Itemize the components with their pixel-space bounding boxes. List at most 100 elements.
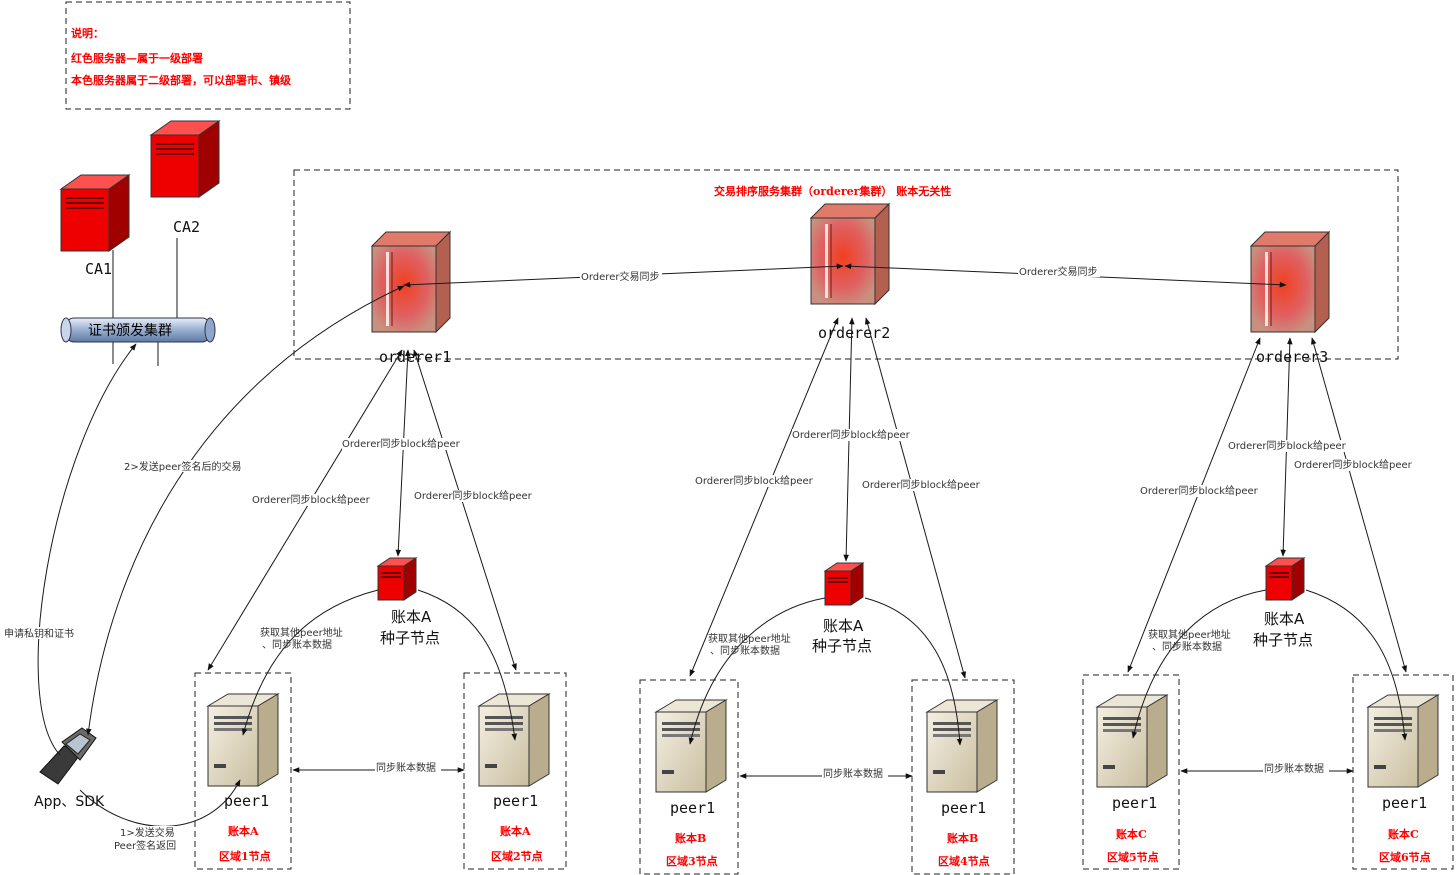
svg-text:获取其他peer地址: 获取其他peer地址: [708, 632, 791, 645]
orderer3-server-icon: [1250, 231, 1330, 333]
peer-2-labels: peer1 账本A 区域2节点: [491, 792, 543, 863]
sync-ledger-label-2: 同步账本数据: [823, 767, 883, 780]
ca1-label: CA1: [85, 260, 112, 278]
peer-4-ledger: 账本B: [947, 831, 978, 845]
seed-node-a-icon-1: [377, 557, 417, 601]
block-label-1b: Orderer同步block给peer: [342, 437, 461, 450]
seed-3-role: 种子节点: [1253, 631, 1313, 649]
block-label-3b: Orderer同步block给peer: [1228, 439, 1347, 452]
seed-node-a-icon-3: [1265, 557, 1305, 601]
orderer1-server-icon: [371, 231, 451, 333]
peer-4-labels: peer1 账本B 区域4节点: [938, 799, 990, 868]
block-label-2c: Orderer同步block给peer: [862, 478, 981, 491]
seed-3-name: 账本A: [1264, 610, 1305, 628]
ca2-server-icon: [150, 120, 220, 198]
peer-3-ledger: 账本B: [675, 831, 706, 845]
peer-1-labels: peer1 账本A 区域1节点: [219, 792, 271, 863]
ca1-server-icon: [60, 174, 130, 252]
get-peers-label-1: 获取其他peer地址 、同步账本数据: [260, 626, 343, 651]
orderer-cluster-title: 交易排序服务集群（orderer集群） 账本无关性: [714, 184, 951, 198]
apply-cert-label: 申请私钥和证书: [4, 627, 74, 640]
block-label-2b: Orderer同步block给peer: [792, 428, 911, 441]
block-arrow-o1-seed: [395, 349, 411, 557]
get-peers-label-2: 获取其他peer地址 、同步账本数据: [708, 632, 791, 657]
seed-curve-3-left: [1131, 589, 1267, 739]
sync-ledger-label-3: 同步账本数据: [1264, 762, 1324, 775]
orderer1-label: orderer1: [379, 348, 451, 366]
block-label-3a: Orderer同步block给peer: [1140, 484, 1259, 497]
peer-3-region: 区域3节点: [666, 854, 718, 868]
legend-note: 说明： 红色服务器—属于一级部署 本色服务器属于二级部署，可以部署市、镇级: [65, 1, 351, 110]
svg-text:、同步账本数据: 、同步账本数据: [262, 638, 332, 651]
peer-box-3: [639, 679, 739, 875]
send-signed-tx-arrow: [86, 285, 405, 736]
cert-cluster-label: 证书颁发集群: [88, 322, 172, 339]
peer-5-name: peer1: [1112, 794, 1157, 812]
seed-2-name: 账本A: [823, 617, 864, 635]
seed-1-name: 账本A: [391, 608, 432, 626]
orderer-sync-label-2: Orderer交易同步: [1019, 265, 1097, 278]
peer-6-labels: peer1 账本C 区域6节点: [1379, 794, 1431, 864]
svg-text:、同步账本数据: 、同步账本数据: [1152, 640, 1222, 653]
peer-6-name: peer1: [1382, 794, 1427, 812]
block-label-2a: Orderer同步block给peer: [695, 474, 814, 487]
peer-2-region: 区域2节点: [491, 849, 543, 863]
block-arrow-o3-p6: [1311, 337, 1407, 673]
seed-curve-2-left: [688, 597, 826, 745]
peer-server-icon-5: [1096, 694, 1168, 788]
block-label-1c: Orderer同步block给peer: [414, 489, 533, 502]
peer-1-name: peer1: [224, 792, 269, 810]
peer-server-icon-3: [655, 699, 727, 793]
block-arrow-o2-p3: [689, 317, 839, 677]
peer-5-ledger: 账本C: [1116, 827, 1147, 841]
peer-2-name: peer1: [493, 792, 538, 810]
legend-line-1: 红色服务器—属于一级部署: [71, 51, 203, 65]
peer-5-region: 区域5节点: [1107, 850, 1159, 864]
block-arrow-o3-p5: [1127, 337, 1261, 673]
seed-node-a-icon-2: [824, 562, 864, 606]
peer-4-region: 区域4节点: [938, 854, 990, 868]
legend-line-2: 本色服务器属于二级部署，可以部署市、镇级: [71, 73, 292, 87]
peer-3-name: peer1: [670, 799, 715, 817]
ca2-label: CA2: [173, 218, 200, 236]
apply-cert-arrow: [37, 343, 137, 756]
peer-2-ledger: 账本A: [500, 824, 531, 838]
svg-text:获取其他peer地址: 获取其他peer地址: [1148, 628, 1231, 641]
block-arrow-o1-p2: [413, 349, 517, 671]
peer-6-region: 区域6节点: [1379, 850, 1431, 864]
peer-box-5: [1082, 674, 1180, 870]
block-arrow-o2-p4: [864, 317, 967, 679]
peer-6-ledger: 账本C: [1388, 827, 1419, 841]
svg-text:、同步账本数据: 、同步账本数据: [710, 644, 780, 657]
peer-1-region: 区域1节点: [219, 849, 271, 863]
send-signed-tx-label: 2>发送peer签名后的交易: [124, 460, 242, 473]
seed-curve-2-right: [864, 597, 963, 746]
seed-curve-3-right: [1305, 589, 1408, 741]
peer-server-icon-4: [926, 699, 998, 793]
peer-4-name: peer1: [941, 799, 986, 817]
send-tx-label-1: 1>发送交易: [120, 826, 175, 839]
peer-server-icon-6: [1367, 694, 1439, 788]
mobile-phone-icon: [39, 727, 97, 785]
sync-ledger-label-1: 同步账本数据: [376, 761, 436, 774]
block-label-1a: Orderer同步block给peer: [252, 493, 371, 506]
orderer2-server-icon: [810, 203, 890, 305]
seed-curve-1-right: [417, 589, 517, 741]
seed-1-role: 种子节点: [380, 629, 440, 647]
seed-2-role: 种子节点: [812, 637, 872, 655]
svg-text:获取其他peer地址: 获取其他peer地址: [260, 626, 343, 639]
peer-box-1: [194, 672, 292, 870]
send-tx-label-2: Peer签名返回: [114, 839, 176, 852]
peer-3-labels: peer1 账本B 区域3节点: [666, 799, 718, 868]
peer-1-ledger: 账本A: [228, 824, 259, 838]
peer-box-2: [463, 672, 567, 870]
block-label-3c: Orderer同步block给peer: [1294, 458, 1413, 471]
app-sdk-label: App、SDK: [34, 794, 105, 810]
peer-5-labels: peer1 账本C 区域5节点: [1107, 794, 1159, 864]
legend-title: 说明：: [71, 26, 104, 40]
get-peers-label-3: 获取其他peer地址 、同步账本数据: [1148, 628, 1231, 653]
peer-server-icon-1: [207, 693, 279, 787]
block-arrow-o1-p1: [207, 349, 403, 671]
peer-server-icon-2: [478, 693, 550, 787]
